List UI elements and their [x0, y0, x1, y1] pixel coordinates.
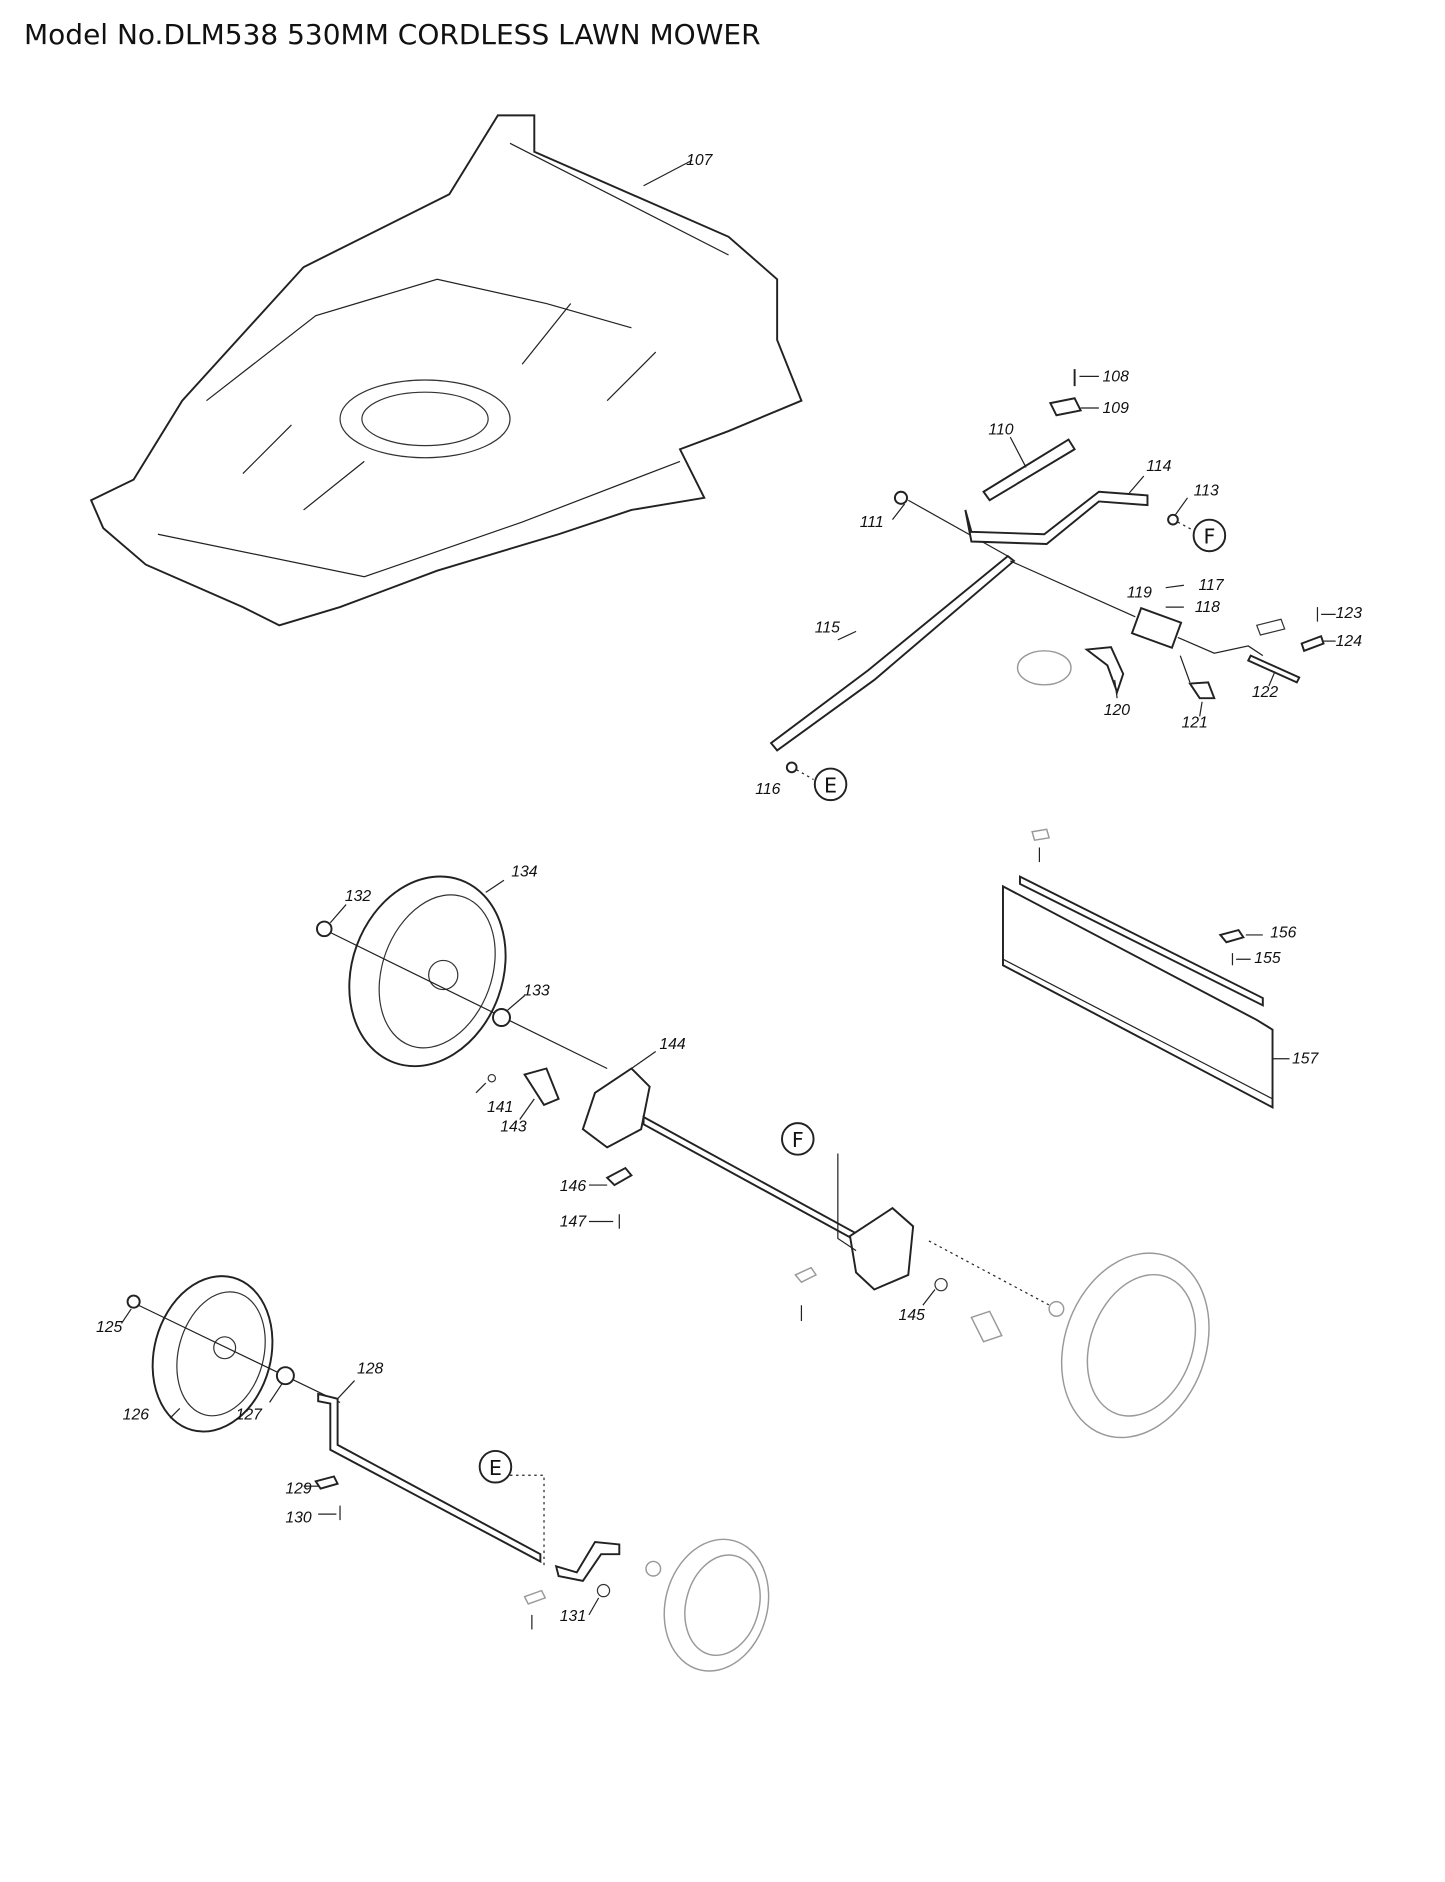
front-axle-128: [303, 1380, 770, 1672]
reference-F-top: F: [1192, 518, 1227, 553]
callout: 155: [1254, 950, 1281, 967]
callout: 126: [123, 1406, 150, 1423]
callout: 124: [1336, 633, 1363, 650]
front-wheel-126: [120, 1275, 341, 1433]
svg-text:E: E: [489, 1456, 502, 1480]
rear-flap-157: [1002, 828, 1290, 1109]
callout: 141: [487, 1099, 513, 1116]
callout: 129: [285, 1480, 312, 1497]
callout: 120: [1104, 702, 1131, 719]
svg-text:F: F: [792, 1128, 804, 1152]
reference-E-axle: E: [478, 1449, 513, 1484]
reference-E-top: E: [813, 767, 848, 802]
rear-axle-144: [475, 1050, 1210, 1439]
callout: 116: [755, 781, 780, 798]
mower-deck-107: [89, 114, 803, 627]
callout: 111: [860, 514, 884, 531]
callout: 147: [560, 1213, 588, 1230]
callout: 121: [1181, 714, 1207, 731]
rear-wheel-134: [315, 875, 608, 1070]
callout: 131: [560, 1608, 586, 1625]
callout: 127: [236, 1406, 264, 1423]
callout: 114: [1146, 458, 1171, 475]
callout: 133: [523, 983, 550, 1000]
callout: 134: [511, 864, 538, 881]
callout: 122: [1252, 684, 1279, 701]
callout: 123: [1336, 605, 1363, 622]
callout: 119: [1127, 584, 1152, 601]
callout: 144: [659, 1036, 686, 1053]
svg-text:F: F: [1203, 525, 1215, 549]
callout: 128: [357, 1360, 384, 1377]
callout: 145: [899, 1307, 926, 1324]
callout: 143: [500, 1119, 527, 1136]
svg-text:E: E: [824, 774, 837, 798]
callout: 146: [560, 1178, 587, 1195]
part-callouts: 107 108 109 110 114 113 111 117 119 118 …: [96, 152, 1362, 1625]
callout: 118: [1195, 599, 1220, 616]
callout: 109: [1103, 400, 1130, 417]
callout: 107: [686, 152, 714, 169]
height-adjust-lever-assembly: [769, 369, 1336, 781]
callout: 110: [988, 422, 1013, 439]
callout: 157: [1292, 1051, 1320, 1068]
reference-F-axle: F: [781, 1122, 815, 1156]
callout: 130: [285, 1510, 312, 1527]
callout: 132: [345, 888, 372, 905]
diagram-title: Model No.DLM538 530MM CORDLESS LAWN MOWE…: [24, 18, 761, 51]
callout: 108: [1103, 368, 1130, 385]
callout: 125: [96, 1319, 123, 1336]
callout: 115: [815, 620, 840, 637]
callout: 117: [1198, 577, 1224, 594]
callout: 113: [1194, 482, 1219, 499]
callout: 156: [1270, 924, 1297, 941]
